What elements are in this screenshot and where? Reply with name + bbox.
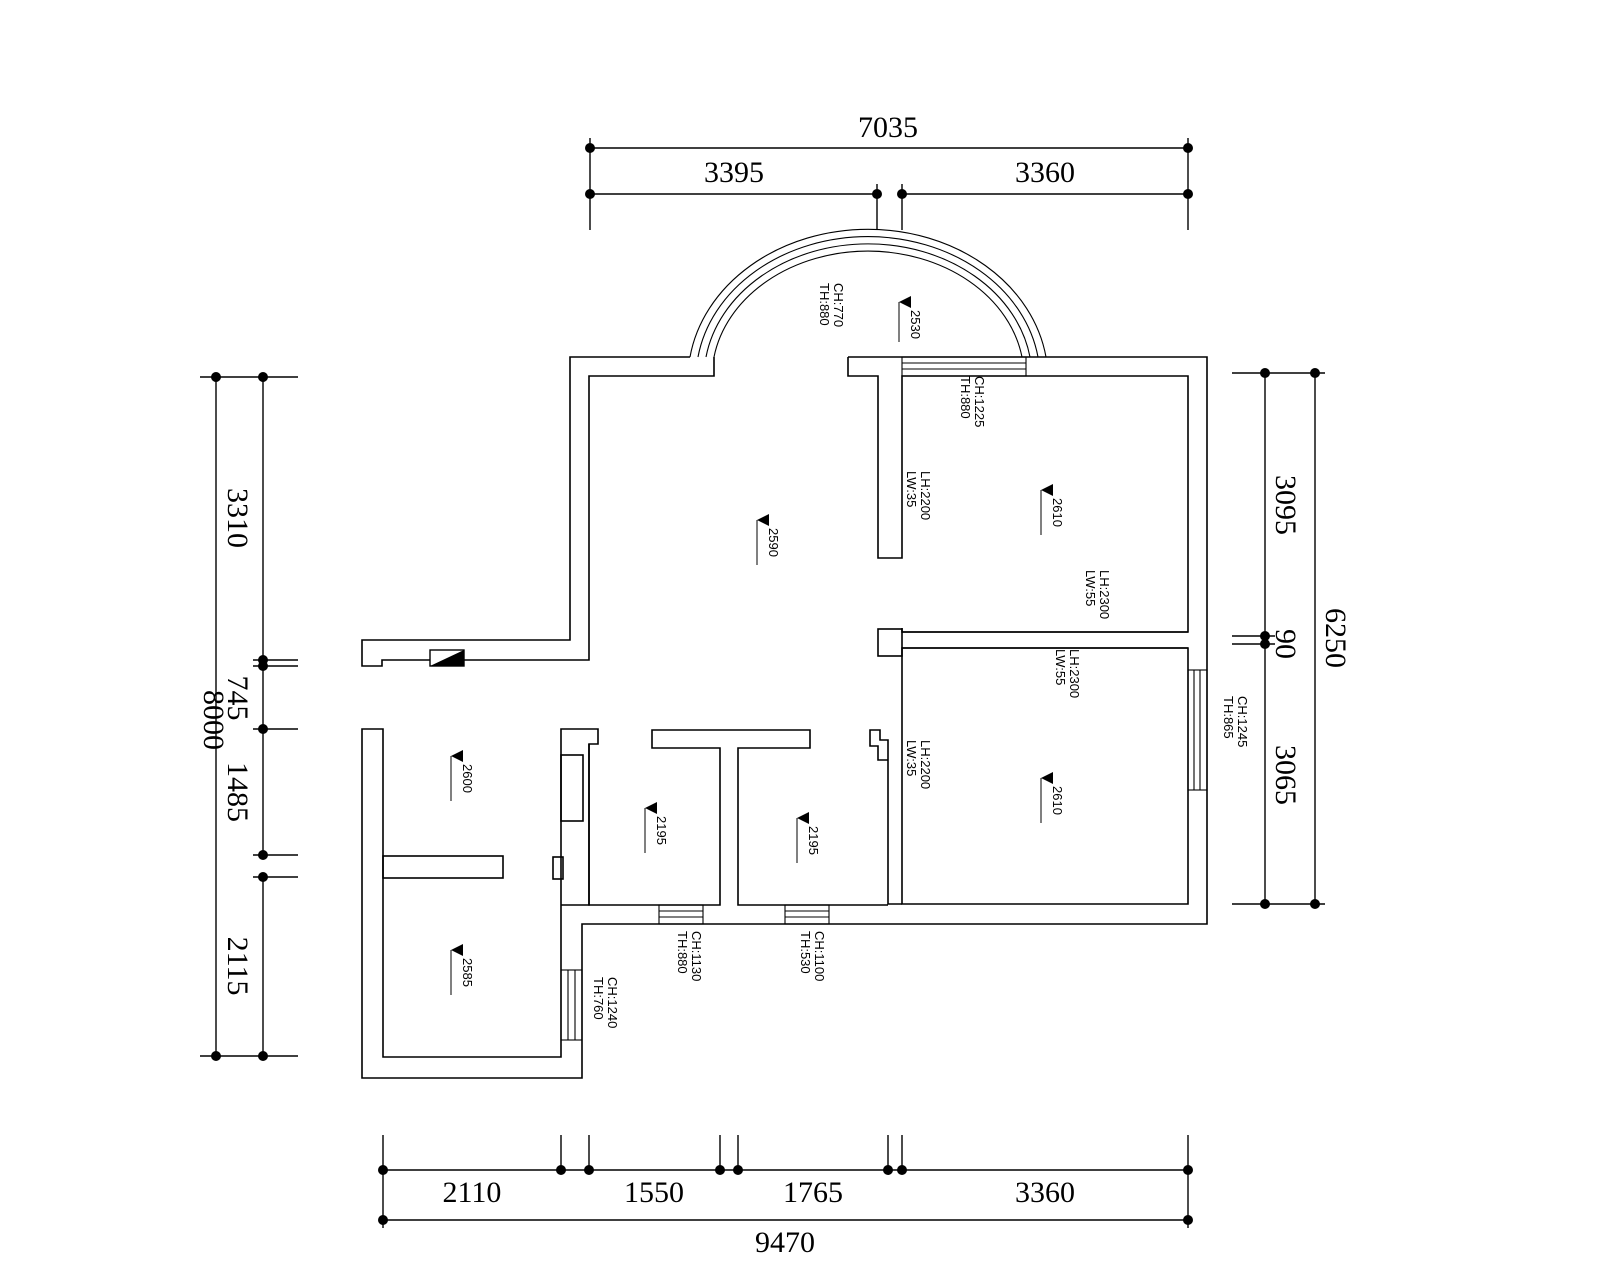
svg-text:LW:55: LW:55 xyxy=(1083,570,1098,606)
dim-top-left: 3395 xyxy=(704,156,764,189)
ceiling-marker-bedroom-1: 2610 xyxy=(1040,484,1065,535)
beam-3-annotation: LH:2300 LW:55 xyxy=(1053,649,1082,698)
top-window-annotation: CH:1225 TH:880 xyxy=(958,376,987,427)
svg-text:2195: 2195 xyxy=(654,816,669,845)
svg-text:LH:2300: LH:2300 xyxy=(1067,649,1082,698)
bottom-window-2-annotation: CH:1100 TH:530 xyxy=(798,931,827,981)
beam-2-annotation: LH:2300 LW:55 xyxy=(1083,570,1112,619)
bottom-window-1-annotation: CH:1130 TH:880 xyxy=(675,931,704,981)
svg-text:TH:880: TH:880 xyxy=(958,376,973,419)
left-dimensions: 8000 3310 745 1485 2115 xyxy=(197,372,298,1061)
svg-text:2585: 2585 xyxy=(460,958,475,987)
svg-text:CH:770: CH:770 xyxy=(831,283,846,327)
dim-right-3: 3065 xyxy=(1269,745,1302,805)
svg-text:LH:2200: LH:2200 xyxy=(918,740,933,789)
svg-text:LW:35: LW:35 xyxy=(904,740,919,776)
right-window xyxy=(1187,669,1208,791)
dim-bottom-2: 1550 xyxy=(624,1176,684,1209)
dim-left-3: 1485 xyxy=(221,762,254,822)
dim-left-total: 8000 xyxy=(197,690,230,750)
windows xyxy=(560,356,1208,1041)
dim-bottom-4: 3360 xyxy=(1015,1176,1075,1209)
svg-text:CH:1130: CH:1130 xyxy=(689,931,704,981)
svg-text:CH:1240: CH:1240 xyxy=(605,977,620,1028)
ceiling-height-markers: 2530 2590 2610 2610 2600 2585 xyxy=(450,296,1065,995)
beam-4-annotation: LH:2200 LW:35 xyxy=(904,740,933,789)
svg-text:2600: 2600 xyxy=(460,764,475,793)
dim-right-2: 90 xyxy=(1269,629,1302,659)
dim-top-total: 7035 xyxy=(858,111,918,144)
right-window-annotation: CH:1245 TH:865 xyxy=(1221,696,1250,747)
svg-text:TH:880: TH:880 xyxy=(675,931,690,974)
ceiling-marker-bedroom-2: 2610 xyxy=(1040,772,1065,823)
svg-text:LH:2300: LH:2300 xyxy=(1097,570,1112,619)
ceiling-marker-room-mid-1: 2195 xyxy=(644,802,669,853)
dim-left-4: 2115 xyxy=(221,937,254,996)
ceiling-marker-bay: 2530 xyxy=(898,296,923,342)
svg-text:TH:760: TH:760 xyxy=(591,977,606,1020)
bottom-window-2 xyxy=(784,904,830,925)
svg-text:TH:880: TH:880 xyxy=(817,283,832,326)
svg-text:LW:35: LW:35 xyxy=(904,471,919,507)
dim-right-total: 6250 xyxy=(1319,608,1352,668)
left-window-annotation: CH:1240 TH:760 xyxy=(591,977,620,1028)
svg-text:CH:1225: CH:1225 xyxy=(972,376,987,427)
dim-right-1: 3095 xyxy=(1269,475,1302,535)
ceiling-marker-room-left-top: 2600 xyxy=(450,750,475,801)
top-window xyxy=(901,356,1027,377)
bay-window-annotation: CH:770 TH:880 xyxy=(817,283,846,327)
ceiling-marker-room-mid-2: 2195 xyxy=(796,812,821,863)
dim-top-right: 3360 xyxy=(1015,156,1075,189)
svg-text:TH:530: TH:530 xyxy=(798,931,813,974)
svg-text:CH:1245: CH:1245 xyxy=(1235,696,1250,747)
top-dimensions: 7035 3395 3360 xyxy=(585,111,1193,230)
dim-bottom-3: 1765 xyxy=(783,1176,843,1209)
dim-bottom-1: 2110 xyxy=(443,1176,502,1209)
svg-text:CH:1100: CH:1100 xyxy=(812,931,827,981)
ceiling-marker-room-left-bottom: 2585 xyxy=(450,944,475,995)
left-window xyxy=(560,969,583,1041)
svg-text:2610: 2610 xyxy=(1050,786,1065,815)
bottom-dimensions: 2110 1550 1765 3360 9470 xyxy=(378,1135,1193,1259)
dim-bottom-total: 9470 xyxy=(755,1226,815,1259)
annotations: CH:770 TH:880 CH:1225 TH:880 CH:1245 TH:… xyxy=(591,283,1250,1028)
svg-text:TH:865: TH:865 xyxy=(1221,696,1236,739)
svg-text:LW:55: LW:55 xyxy=(1053,649,1068,685)
svg-text:2610: 2610 xyxy=(1050,498,1065,527)
right-dimensions: 3095 90 3065 6250 xyxy=(1232,368,1352,909)
svg-text:2195: 2195 xyxy=(806,826,821,855)
ceiling-marker-living: 2590 xyxy=(756,514,781,565)
svg-text:2530: 2530 xyxy=(908,310,923,339)
dim-left-1: 3310 xyxy=(221,488,254,548)
bottom-window-1 xyxy=(658,904,704,925)
svg-text:2590: 2590 xyxy=(766,528,781,557)
beam-1-annotation: LH:2200 LW:35 xyxy=(904,471,933,520)
dim-left-2: 745 xyxy=(221,676,254,721)
svg-text:LH:2200: LH:2200 xyxy=(918,471,933,520)
